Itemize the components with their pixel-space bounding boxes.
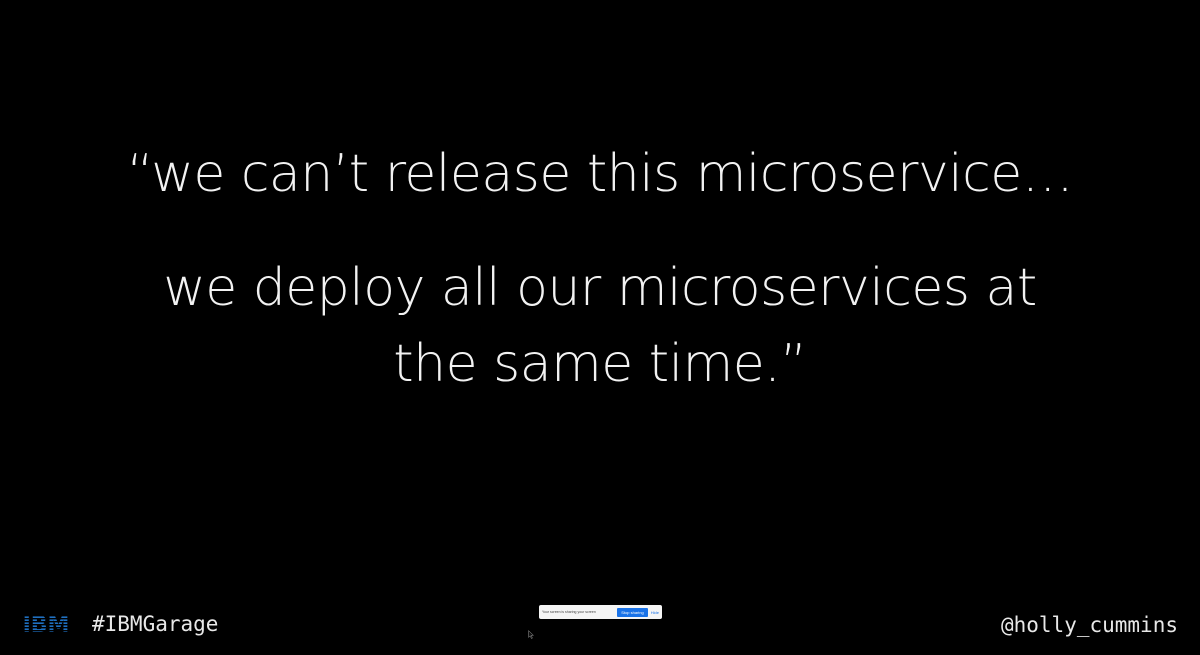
quote-line-1: “we can’t release this microservice… [126, 144, 1074, 204]
share-message: Your screen is sharing your screen [542, 610, 596, 614]
quote-line-3: the same time.” [393, 334, 807, 394]
quote-line-2: we deploy all our microservices at [163, 258, 1037, 318]
svg-text:IBM: IBM [23, 613, 70, 635]
ibm-logo-icon: IBM [20, 613, 72, 635]
stop-sharing-button[interactable]: Stop sharing [617, 607, 648, 617]
hashtag-label: #IBMGarage [92, 612, 219, 636]
twitter-handle: @holly_cummins [1000, 613, 1178, 637]
mouse-pointer-icon [528, 630, 534, 639]
slide-footer-left: IBM #IBMGarage [20, 612, 219, 636]
screen-share-bar: Your screen is sharing your screen Stop … [539, 605, 662, 619]
hide-button[interactable]: Hide [650, 609, 659, 615]
